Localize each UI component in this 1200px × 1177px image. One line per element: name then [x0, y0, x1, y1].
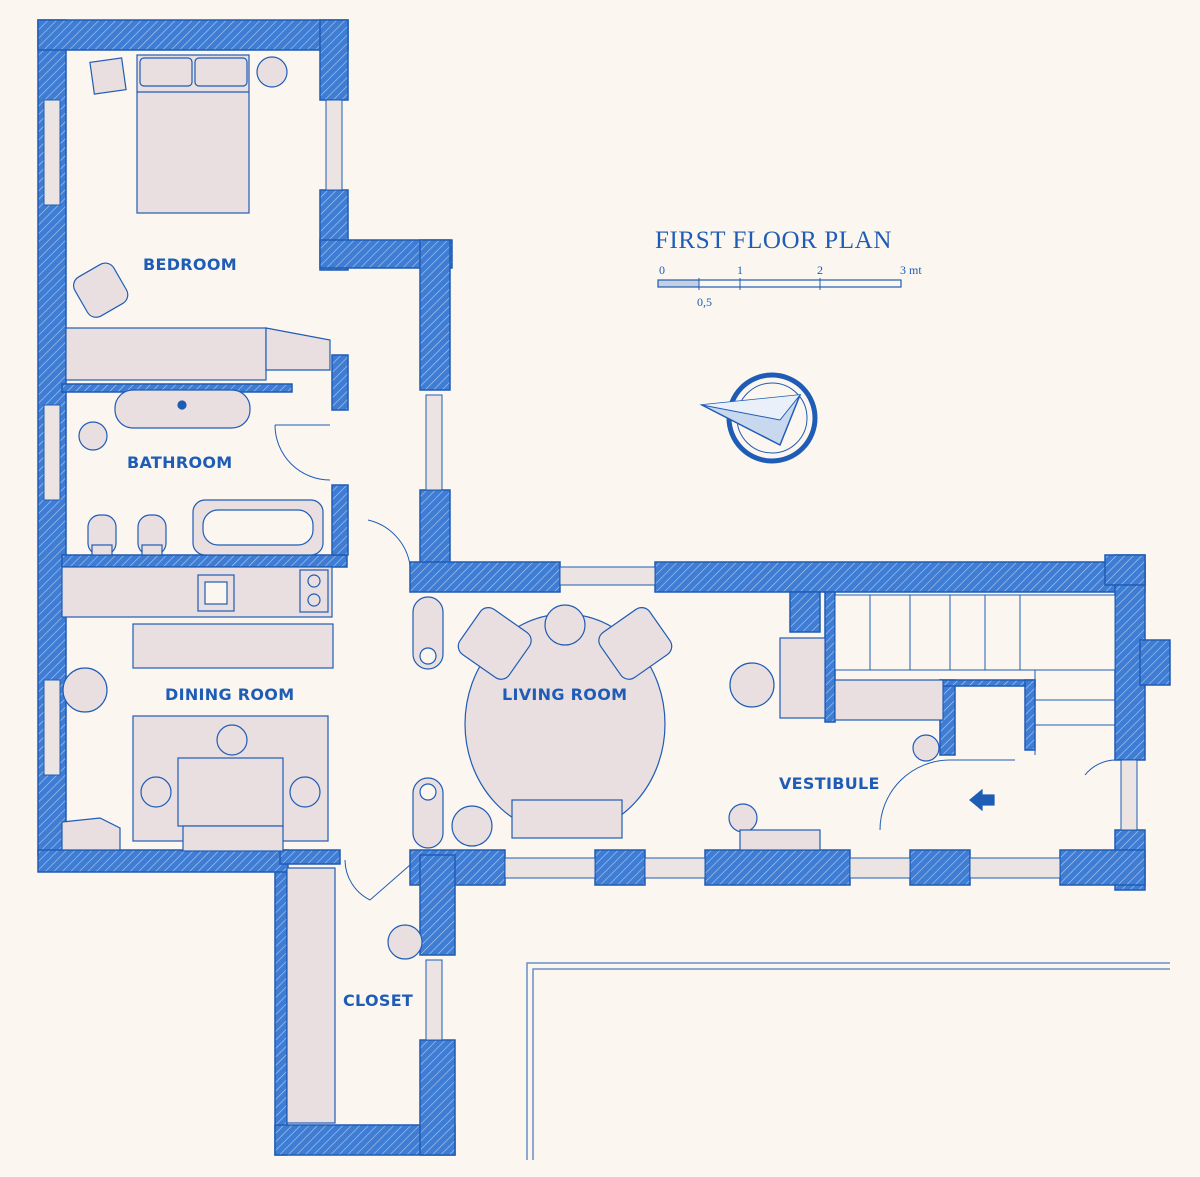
label-dining-room: DINING ROOM: [165, 685, 294, 704]
walls: [37, 19, 1171, 1156]
scale-subtick: 0,5: [697, 295, 712, 309]
kitchen-counter: [61, 566, 333, 618]
scale-bar: 0 1 2 3 mt 0,5: [657, 263, 922, 309]
kitchen-island: [132, 623, 334, 669]
armchair: [73, 262, 129, 318]
doors: [274, 424, 1116, 901]
label-living-room: LIVING ROOM: [502, 685, 627, 704]
dining-table: [177, 757, 284, 827]
label-closet: CLOSET: [343, 991, 413, 1010]
scale-tick-0: 0: [659, 263, 665, 277]
armchair-left: [457, 607, 532, 680]
scale-tick-2: 2: [817, 263, 823, 277]
terrace-outline: [526, 962, 1170, 1160]
label-bedroom: BEDROOM: [143, 255, 237, 274]
furniture: [61, 54, 995, 1124]
label-vestibule: VESTIBULE: [779, 774, 880, 793]
label-bathroom: BATHROOM: [127, 453, 233, 472]
wardrobe: [65, 327, 267, 381]
windows: [43, 99, 1138, 1041]
armchair-right: [598, 607, 673, 680]
scale-tick-1: 1: [737, 263, 743, 277]
north-arrow-icon: [699, 372, 818, 464]
closet-wardrobe: [286, 867, 336, 1124]
scale-tick-3: 3 mt: [900, 263, 922, 277]
plan-title: FIRST FLOOR PLAN: [655, 227, 892, 254]
bench: [834, 679, 944, 721]
coffee-table: [511, 799, 623, 839]
staircase: [834, 594, 1116, 755]
